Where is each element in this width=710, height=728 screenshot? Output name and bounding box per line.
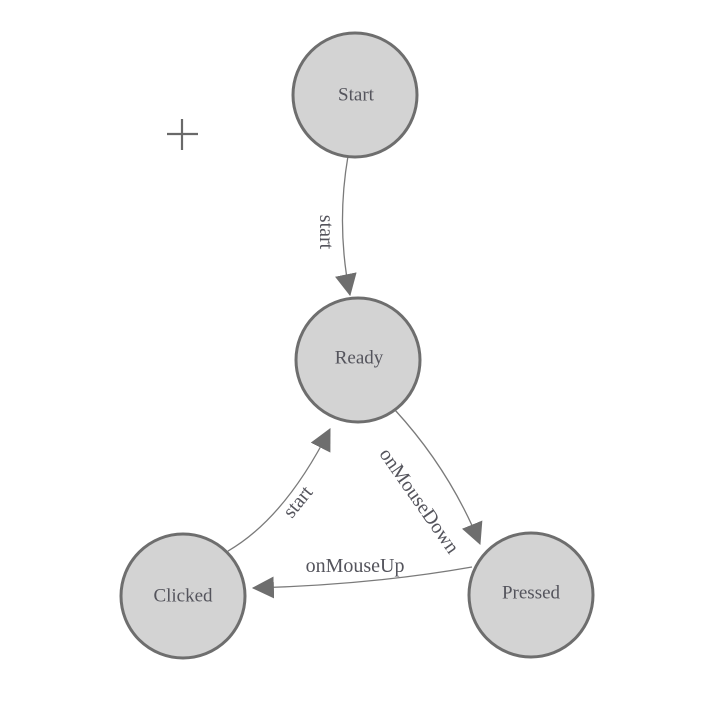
transition-edge-pressed-to-clicked[interactable] — [251, 566, 473, 599]
transition-edge-ready-to-pressed[interactable] — [394, 409, 483, 546]
transition-edge-start-to-ready[interactable] — [335, 155, 357, 297]
state-node-pressed-circle[interactable] — [467, 531, 595, 659]
plus-crosshair-icon — [167, 119, 198, 150]
state-node-start-circle[interactable] — [291, 31, 419, 159]
state-node-start[interactable]: Start — [291, 31, 419, 159]
state-node-ready-label: Ready — [335, 348, 384, 369]
state-node-ready-circle[interactable] — [294, 296, 422, 424]
edge-label-onmousedown: onMouseDown — [375, 444, 464, 558]
transition-edge-clicked-to-ready[interactable] — [227, 428, 331, 552]
edge-label-start-bottom: start — [279, 481, 318, 522]
state-node-clicked[interactable]: Clicked — [119, 532, 247, 660]
state-node-start-label: Start — [338, 85, 375, 106]
state-node-pressed-label: Pressed — [502, 583, 561, 604]
state-node-ready[interactable]: Ready — [294, 296, 422, 424]
state-node-clicked-circle[interactable] — [119, 532, 247, 660]
edge-label-start-top: start — [315, 215, 337, 250]
state-node-clicked-label: Clicked — [153, 586, 213, 607]
state-node-pressed[interactable]: Pressed — [467, 531, 595, 659]
edge-label-onmouseup: onMouseUp — [306, 555, 405, 577]
